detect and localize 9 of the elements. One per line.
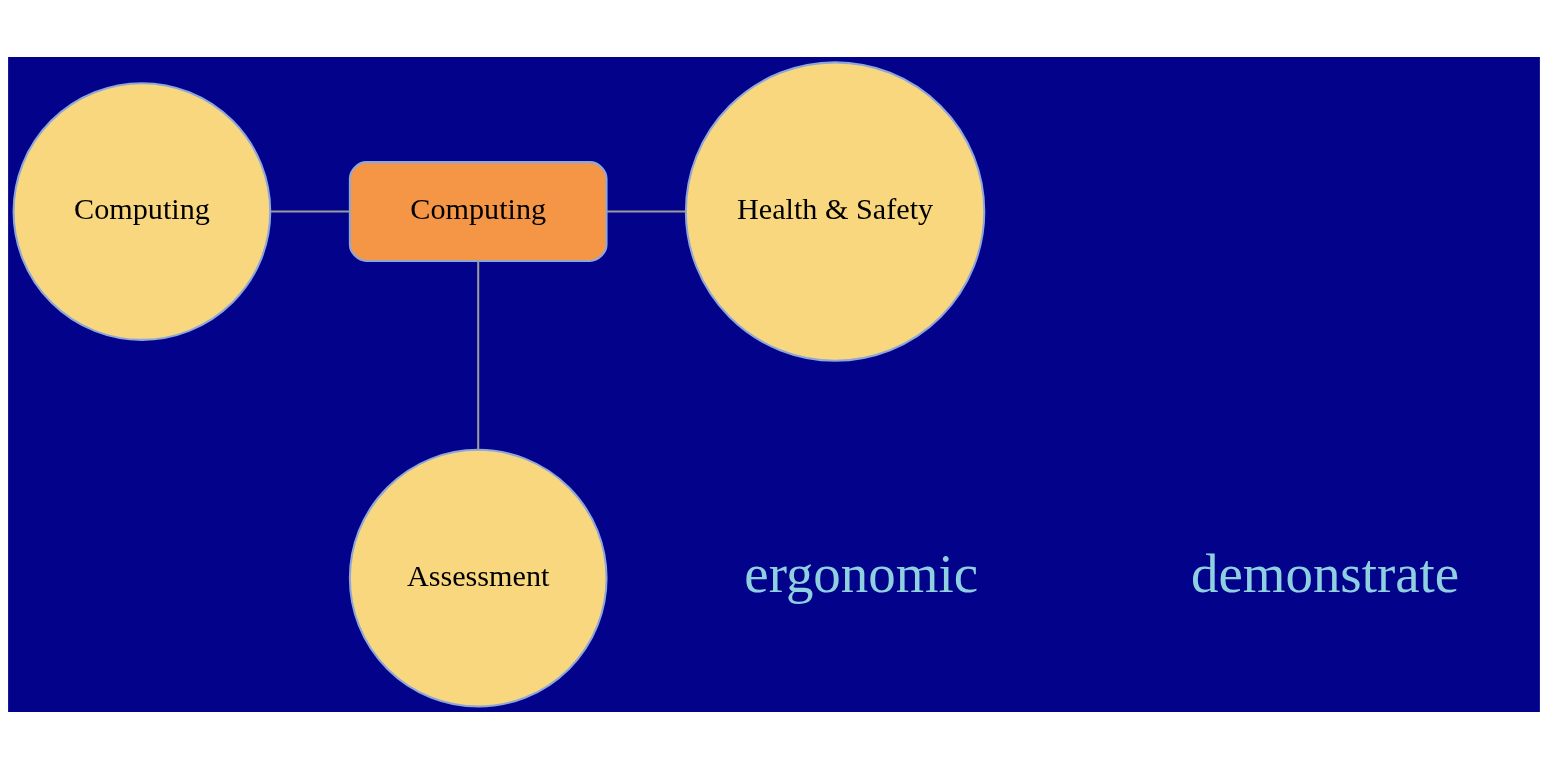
- connector: [477, 260, 480, 449]
- node-box: Computing: [348, 160, 608, 262]
- label: ergonomic: [744, 542, 979, 604]
- node-circle: Computing: [12, 81, 272, 341]
- label: demonstrate: [1190, 542, 1460, 604]
- node-circle: Health & Safety: [684, 60, 986, 362]
- connector: [606, 210, 686, 213]
- connector: [270, 210, 350, 213]
- node-circle: Assessment: [348, 448, 608, 708]
